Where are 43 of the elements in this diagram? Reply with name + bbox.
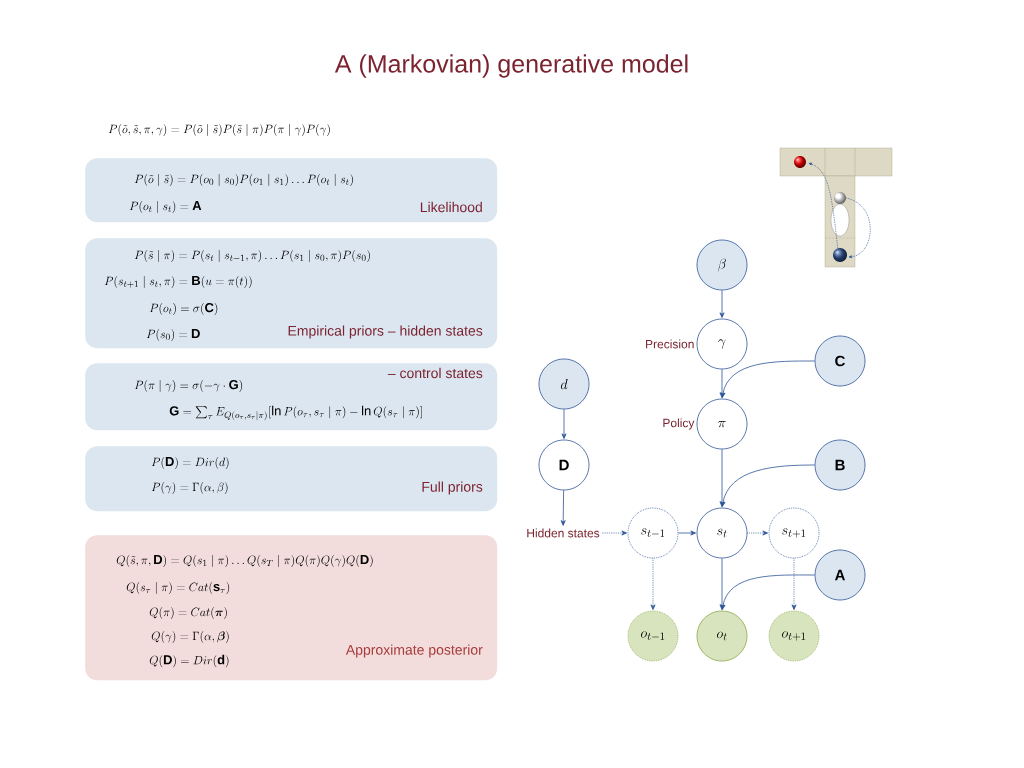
node-caption: Policy [663,418,695,430]
arrow [791,558,797,610]
node-caption: Precision [646,339,694,349]
arrow [719,449,725,507]
formula: $P(s_{t+1}\mid s_t,\pi)=\mathbf{B}(u=\pi(t))$ [104,276,252,288]
arrow [719,290,725,318]
formula-panel [85,446,498,512]
formula: $P(\tilde{o}\mid\tilde{s})=P(o_0\mid s_0)P(o_1\mid s_1)\ldots P(o_t\mid s_t)$ [134,174,353,186]
arrow [747,530,768,536]
panel-label: Likelihood [420,201,482,213]
formula: $P(o_t\mid s_t)=\mathbf{A}$ [129,201,202,213]
formula: $\mathbf{G}=\sum\nolimits_\tau E_{Q(o_\tau,s_\tau\mid\pi)}[\ln P(o_\tau,s_\tau\mid\pi)-\ln Q(s_\tau\mid\pi)]$ [169,405,422,421]
formula: $P(o_t)=\sigma(\mathbf{C})$ [149,302,218,316]
formula: $P(\gamma)=\Gamma(\alpha,\beta)$ [151,482,228,494]
arrow [560,490,566,526]
arrow [650,558,656,610]
formula: $P(\tilde{s}\mid\pi)=P(s_t\mid s_{t-1},\pi)\ldots P(s_1\mid s_0,\pi)P(s_0)$ [134,250,370,262]
arrow [601,530,627,536]
arrow [561,409,567,439]
formula: $Q(\pi)=Cat(\boldsymbol{\pi})$ [149,607,227,619]
arrow [720,574,815,610]
node-caption: Hidden states [527,528,600,538]
formula: $Q(\tilde{s},\pi,\mathbf{D})=Q(s_1\mid\pi)\ldots Q(s_T\mid\pi)Q(\pi)Q(\gamma)Q(\mathbf{D})$ [116,555,373,567]
arrow [719,558,725,610]
formula: $Q(\gamma)=\Gamma(\alpha,\boldsymbol{\beta})$ [151,631,229,643]
formula: $P(\pi\mid\gamma)=\sigma(-\gamma\cdot\mathbf{G})$ [134,379,243,393]
title: A (Markovian) generative model [334,54,688,78]
panel-label: Empirical priors – hidden states [288,325,483,339]
panel-label: Full priors [422,481,483,495]
formula-panel [85,363,498,431]
arrow [678,530,696,536]
formula: $Q(s_\tau\mid\pi)=Cat(\mathbf{s}_\tau)$ [126,582,230,594]
formula: $P(s_0)=\mathbf{D}$ [146,329,200,341]
panel-label: Approximate posterior [345,644,483,658]
arrow [720,464,815,507]
formula-panel [85,535,498,681]
panel-label: – control states [387,367,483,379]
formula: $Q(\mathbf{D})=Dir(\mathbf{d})$ [149,654,229,668]
formula: $P(\tilde{o},\tilde{s},\pi,\gamma)=P(\tilde{o}\mid\tilde{s})P(\tilde{s}\mid\pi)P(\pi\mid\gamma)P(\gamma)$ [108,124,330,136]
formula-panel [85,158,498,223]
formula: $P(\mathbf{D})=Dir(d)$ [151,457,229,469]
arrow [720,360,815,398]
formula-panel [85,238,498,349]
